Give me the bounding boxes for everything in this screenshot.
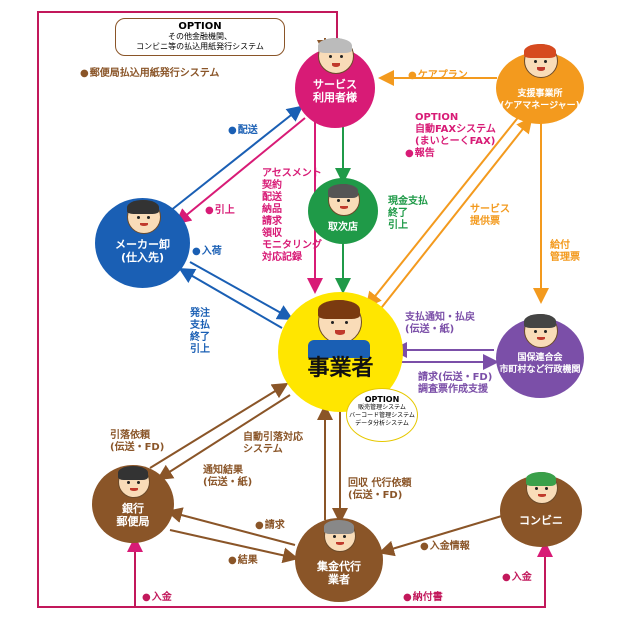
- benefit-label: 給付 管理票: [550, 240, 580, 263]
- clerk-person-icon: [526, 472, 558, 504]
- maker-to-user-arrow: [164, 105, 304, 216]
- conveni-to-collector-arrow: [378, 514, 506, 557]
- provider-person-icon: [318, 300, 362, 344]
- careplan-label: ケアプラン: [408, 70, 468, 82]
- option-center-line2: バーコード管理システム: [349, 412, 415, 419]
- collector-to-bank-arrow: [166, 507, 296, 546]
- care-manager-icon: [524, 44, 558, 78]
- option-fax-label: OPTION 自動FAXシステム (まいとーくFAX): [415, 112, 496, 147]
- option-top-title: OPTION: [178, 21, 222, 32]
- bank-to-collector-arrow: [169, 529, 299, 564]
- bank-label: 銀行 郵便局: [116, 502, 150, 528]
- option-top-line1: その他金融機関、: [168, 32, 232, 41]
- report-label: 報告: [405, 148, 435, 160]
- bank-person-icon: [118, 466, 150, 498]
- option-center-line3: データ分析システム: [355, 420, 409, 427]
- agency-person-icon: [328, 184, 360, 216]
- pickup-label: 引上: [205, 205, 235, 217]
- order-list: 発注 支払 終了 引上: [190, 308, 210, 355]
- bottom-frame-line: [337, 541, 553, 608]
- elderly-woman-icon: [318, 38, 354, 74]
- service-user-label: サービス 利用者様: [313, 78, 357, 104]
- maker-person-icon: [127, 200, 161, 234]
- result-label: 結果: [228, 555, 258, 567]
- bank-to-provider-arrow: [149, 382, 289, 469]
- agency-label: 取次店: [328, 222, 358, 233]
- option-top-line2: コンビニ等の払込用紙発行システム: [136, 42, 264, 51]
- payslip-label: 納付書: [403, 592, 443, 604]
- deposit-right-label: 入金: [502, 572, 532, 584]
- provider-to-care-arrow: [377, 116, 533, 313]
- care-to-provider-arrow: [365, 114, 521, 309]
- provider-label: 事業者: [307, 356, 374, 381]
- postal-system-label: 郵便局払込用紙発行システム: [80, 68, 220, 80]
- provider-suit-icon: [308, 340, 370, 358]
- notice-result-label: 通知結果 (伝送・紙): [203, 465, 253, 488]
- collector-label: 集金代行 業者: [317, 560, 361, 586]
- withdraw-request-label: 引落依頼 (伝送・FD): [110, 430, 165, 453]
- maker-to-provider-arrow: [189, 261, 294, 320]
- collect-request-label: 回収 代行依頼 (伝送・FD): [348, 478, 412, 501]
- option-center-title: OPTION: [364, 395, 400, 404]
- delivery-label: 配送: [228, 125, 258, 137]
- provider-to-maker-arrow: [178, 267, 283, 329]
- outer-frame-line: [37, 11, 338, 608]
- assessment-list: アセスメント 契約 配送 納品 請求 領収 モニタリング 対応記録: [262, 168, 322, 263]
- option-center-line1: 販売管理システム: [358, 404, 406, 411]
- user-to-maker-arrow: [174, 117, 306, 225]
- conveni-label: コンビニ: [519, 514, 563, 527]
- kokuho-claim-label: 請求(伝送・FD) 調査票作成支援: [418, 372, 493, 395]
- deposit-bottom-label: 入金: [142, 592, 172, 604]
- service-ticket-label: サービス 提供票: [470, 204, 510, 227]
- kokuho-payment-label: 支払通知・払戻 (伝送・紙): [405, 312, 475, 335]
- agency-flow-list: 現金支払 終了 引上: [388, 196, 428, 231]
- maker-label: メーカー卸 (仕入先): [115, 238, 170, 264]
- collector-person-icon: [324, 520, 356, 552]
- care-office-label: 支援事業所 (ケアマネージャー): [500, 89, 580, 111]
- option-center-badge: OPTION 販売管理システム バーコード管理システム データ分析システム: [346, 388, 418, 442]
- arrival-label: 入荷: [192, 246, 222, 258]
- payment-info-label: 入金情報: [420, 541, 470, 553]
- official-person-icon: [524, 314, 558, 348]
- auto-debit-label: 自動引落対応 システム: [243, 432, 303, 455]
- bank-deposit-line: [127, 536, 337, 608]
- kokuho-label: 国保連合会 市町村など行政機関: [499, 353, 581, 375]
- option-top-box: OPTION その他金融機関、 コンビニ等の払込用紙発行システム: [115, 18, 285, 56]
- provider-to-bank-arrow: [156, 394, 291, 481]
- claim-label: 請求: [255, 520, 285, 532]
